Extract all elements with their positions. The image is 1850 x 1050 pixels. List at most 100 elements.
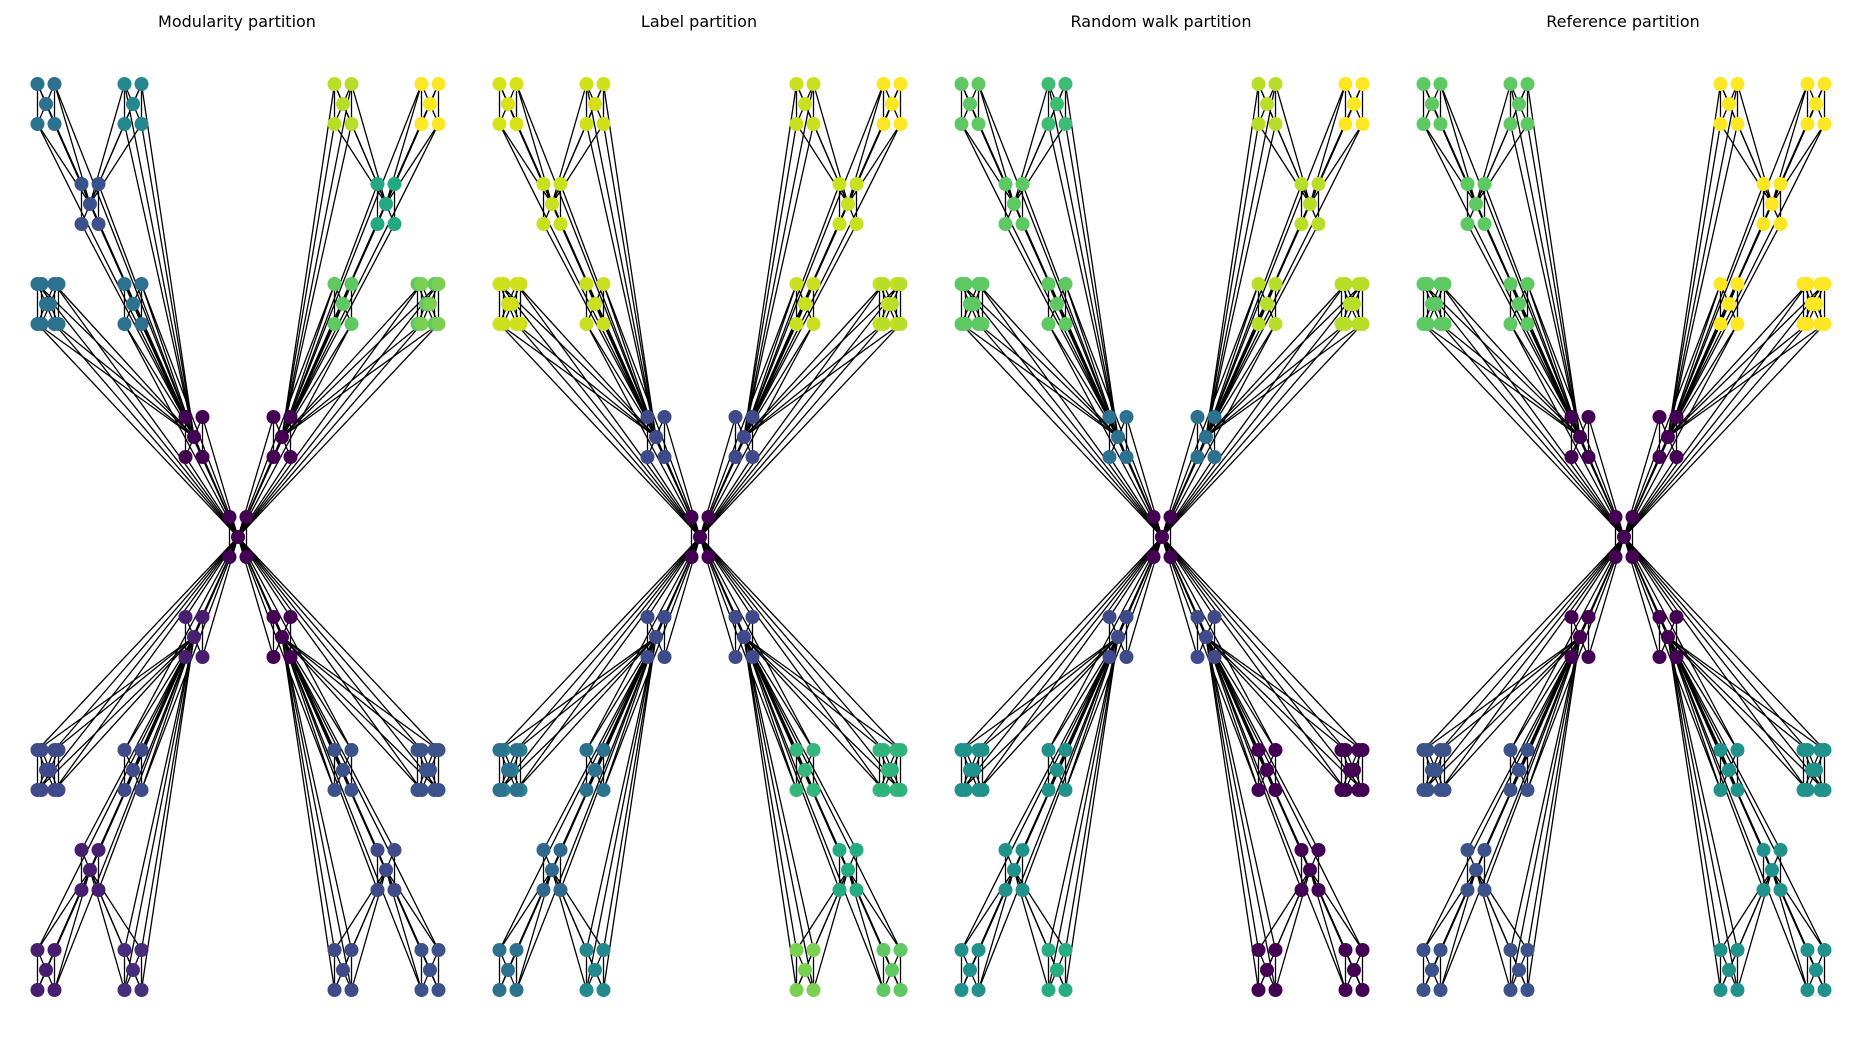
graph-node bbox=[1477, 883, 1492, 897]
graph-node bbox=[492, 317, 507, 331]
graph-node bbox=[1730, 277, 1745, 291]
graph-node bbox=[806, 117, 821, 131]
graph-node bbox=[1433, 743, 1448, 757]
graph-edge bbox=[97, 183, 195, 438]
graph-node bbox=[1190, 410, 1205, 424]
graph-node bbox=[1773, 883, 1788, 897]
graph-node bbox=[344, 943, 359, 957]
graph-node bbox=[1817, 77, 1832, 91]
graph-node bbox=[239, 510, 254, 524]
graph-node bbox=[798, 97, 812, 111]
graph-node bbox=[178, 450, 193, 464]
graph-node bbox=[832, 177, 847, 191]
graph-node bbox=[1460, 883, 1475, 897]
graph-edge bbox=[602, 536, 701, 791]
graph-node bbox=[1355, 983, 1370, 997]
graph-node bbox=[414, 77, 429, 91]
graph-node bbox=[1338, 983, 1353, 997]
graph-node bbox=[876, 317, 891, 331]
graph-node bbox=[414, 277, 429, 291]
graph-node bbox=[1669, 650, 1684, 664]
graph-edge bbox=[1623, 323, 1825, 538]
graph-node bbox=[971, 77, 986, 91]
graph-edge bbox=[97, 636, 195, 891]
graph-edge bbox=[1205, 323, 1363, 438]
graph-node bbox=[492, 77, 507, 91]
graph-edge bbox=[37, 536, 239, 751]
graph-edge bbox=[743, 83, 885, 438]
graph-edge bbox=[960, 283, 1163, 538]
graph-edge bbox=[743, 323, 901, 438]
graph-edge bbox=[516, 536, 701, 751]
graph-node bbox=[414, 783, 429, 797]
graph-node bbox=[1015, 883, 1030, 897]
graph-edge bbox=[977, 636, 1119, 991]
graph-edge bbox=[140, 83, 195, 438]
graph-node bbox=[117, 943, 132, 957]
graph-node bbox=[1765, 863, 1779, 877]
graph-node bbox=[893, 77, 908, 91]
graph-node bbox=[553, 177, 568, 191]
graph-node bbox=[1477, 217, 1492, 231]
graph-edge bbox=[1509, 636, 1581, 991]
graph-edge bbox=[237, 536, 423, 791]
graph-node bbox=[117, 77, 132, 91]
graph-edge bbox=[1422, 636, 1581, 951]
graph-edge bbox=[699, 536, 885, 791]
graph-node bbox=[1503, 317, 1518, 331]
graph-edge bbox=[37, 636, 195, 791]
graph-node bbox=[414, 983, 429, 997]
graph-node bbox=[30, 783, 45, 797]
graph-edge bbox=[977, 536, 1163, 791]
graph-node bbox=[1338, 77, 1353, 91]
graph-node bbox=[1102, 450, 1117, 464]
graph-edge bbox=[743, 83, 815, 438]
graph-node bbox=[798, 763, 812, 777]
graph-node bbox=[1207, 450, 1222, 464]
graph-node bbox=[1041, 117, 1056, 131]
graph-node bbox=[1730, 317, 1745, 331]
graph-node bbox=[1425, 963, 1439, 977]
graph-node bbox=[1119, 450, 1134, 464]
graph-node bbox=[963, 963, 977, 977]
graph-edge bbox=[1064, 536, 1163, 791]
graph-edge bbox=[1509, 536, 1625, 751]
graph-node bbox=[431, 117, 446, 131]
graph-node bbox=[327, 743, 342, 757]
graph-node bbox=[1050, 763, 1064, 777]
graph-edge bbox=[1509, 123, 1581, 438]
graph-edge bbox=[53, 636, 195, 991]
graph-node bbox=[798, 297, 812, 311]
graph-edge bbox=[1623, 323, 1722, 538]
graph-edge bbox=[1623, 536, 1826, 791]
graph-node bbox=[1520, 277, 1535, 291]
graph-edge bbox=[1064, 123, 1119, 438]
graph-edge bbox=[1667, 323, 1825, 438]
graph-node bbox=[1007, 863, 1021, 877]
graph-edge bbox=[1047, 536, 1163, 751]
graph-edge bbox=[960, 123, 1119, 438]
network-graph bbox=[1416, 77, 1832, 997]
graph-edge bbox=[36, 283, 239, 538]
graph-node bbox=[553, 843, 568, 857]
graph-node bbox=[327, 117, 342, 131]
graph-node bbox=[1512, 763, 1526, 777]
graph-node bbox=[1564, 410, 1579, 424]
graph-edge bbox=[1667, 183, 1765, 438]
graph-node bbox=[1713, 983, 1728, 997]
graph-node bbox=[379, 197, 393, 211]
graph-node bbox=[553, 217, 568, 231]
graph-node bbox=[509, 117, 524, 131]
graph-node bbox=[1564, 450, 1579, 464]
graph-node bbox=[963, 297, 977, 311]
graph-edge bbox=[743, 123, 798, 438]
graph-edge bbox=[1667, 636, 1826, 951]
graph-node bbox=[1260, 97, 1274, 111]
graph-node bbox=[283, 410, 298, 424]
graph-node bbox=[885, 963, 899, 977]
graph-node bbox=[1268, 277, 1283, 291]
graph-node bbox=[657, 450, 672, 464]
graph-edge bbox=[237, 283, 423, 538]
graph-node bbox=[379, 863, 393, 877]
graph-node bbox=[1425, 97, 1439, 111]
